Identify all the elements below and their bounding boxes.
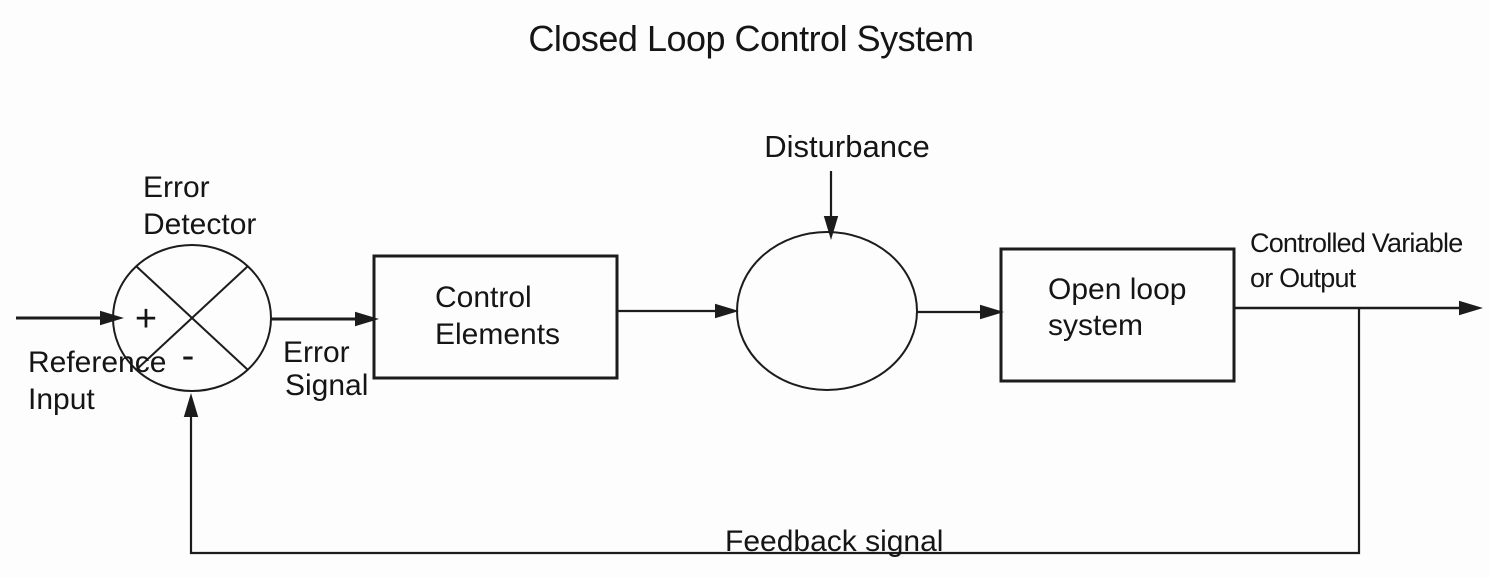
- error-detector-cross-line-2: [135, 265, 249, 371]
- disturbance-label: Disturbance: [764, 129, 929, 164]
- disturbance-arrowhead-icon: [823, 216, 839, 240]
- summing-to-openloop-arrowhead-icon: [980, 304, 1004, 320]
- controlled-variable-label-line1: Controlled Variable: [1250, 228, 1462, 258]
- control-to-summing-arrowhead-icon: [715, 303, 739, 319]
- plus-sign: +: [135, 298, 157, 340]
- feedback-arrowhead-icon: [183, 393, 199, 417]
- control-elements-label-line2: Elements: [435, 318, 560, 351]
- reference-input-label-line2: Input: [28, 383, 95, 416]
- open-loop-system-label-line1: Open loop: [1048, 273, 1186, 306]
- open-loop-system-label-line2: system: [1048, 309, 1143, 342]
- error-signal-label-line1: Error: [283, 336, 350, 369]
- reference-input-arrowhead-icon: [100, 310, 124, 326]
- error-detector-label-line1: Error: [143, 171, 210, 204]
- feedback-signal-label: Feedback signal: [725, 525, 943, 558]
- reference-input-label-line1: Reference: [28, 346, 166, 379]
- control-elements-label-line1: Control: [435, 281, 532, 314]
- open-loop-system-block: [999, 247, 1236, 383]
- control-elements-block: [372, 254, 619, 380]
- summing-point-circle: [736, 231, 918, 391]
- error-detector-label-line2: Detector: [143, 208, 256, 241]
- minus-sign: -: [182, 335, 195, 377]
- controlled-variable-label-line2: or Output: [1250, 263, 1357, 293]
- output-arrowhead-icon: [1459, 300, 1483, 316]
- diagram-title: Closed Loop Control System: [528, 18, 973, 59]
- error-signal-label-line2: Signal: [285, 369, 368, 402]
- error-signal-arrowhead-icon: [355, 311, 379, 327]
- feedback-path-line: [189, 309, 1361, 555]
